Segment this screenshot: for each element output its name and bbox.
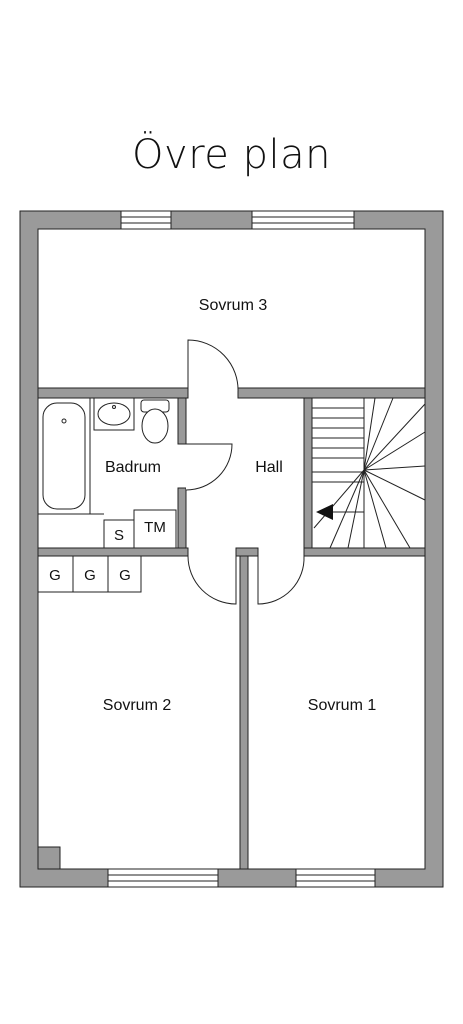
wardrobe-label-3: G [119,567,131,584]
wall-bath-right-top [177,397,187,445]
plan-title: Övre plan [132,132,331,178]
room-label-sovrum3: Sovrum 3 [199,297,268,314]
sink [93,397,135,431]
window-bottom-right [295,868,376,888]
door-sovrum3 [187,339,239,398]
washing-machine-box [103,519,135,549]
room-label-sovrum1: Sovrum 1 [308,697,377,714]
wall-mid-left [37,547,189,557]
wall-corner-notch [37,846,61,870]
wall-mid-right [303,547,426,557]
stair-direction-arrow [316,504,333,520]
window-top-right [251,210,355,230]
wall-bedrooms-divider [239,555,249,870]
wall-stair-left [303,397,313,549]
room-label-badrum: Badrum [105,459,161,476]
staircase [311,397,426,549]
door-sovrum1 [257,555,305,605]
window-bottom-left [107,868,219,888]
wardrobe-label-1: G [49,567,61,584]
wardrobes [37,555,142,593]
room-label-sovrum2: Sovrum 2 [103,697,172,714]
wall-sovrum3-left [37,387,189,399]
dryer-label: TM [144,519,166,536]
washer-label: S [114,527,124,544]
wardrobe-label-2: G [84,567,96,584]
window-top-left [120,210,172,230]
door-badrum [185,443,233,491]
wall-mid-center [235,547,259,557]
wall-sovrum3-right [237,387,426,399]
room-label-hall: Hall [255,459,283,476]
toilet [140,399,170,444]
tumble-dryer-box [133,509,177,549]
wall-bath-right-bottom [177,487,187,549]
door-sovrum2 [187,555,237,605]
bathtub [37,397,91,515]
